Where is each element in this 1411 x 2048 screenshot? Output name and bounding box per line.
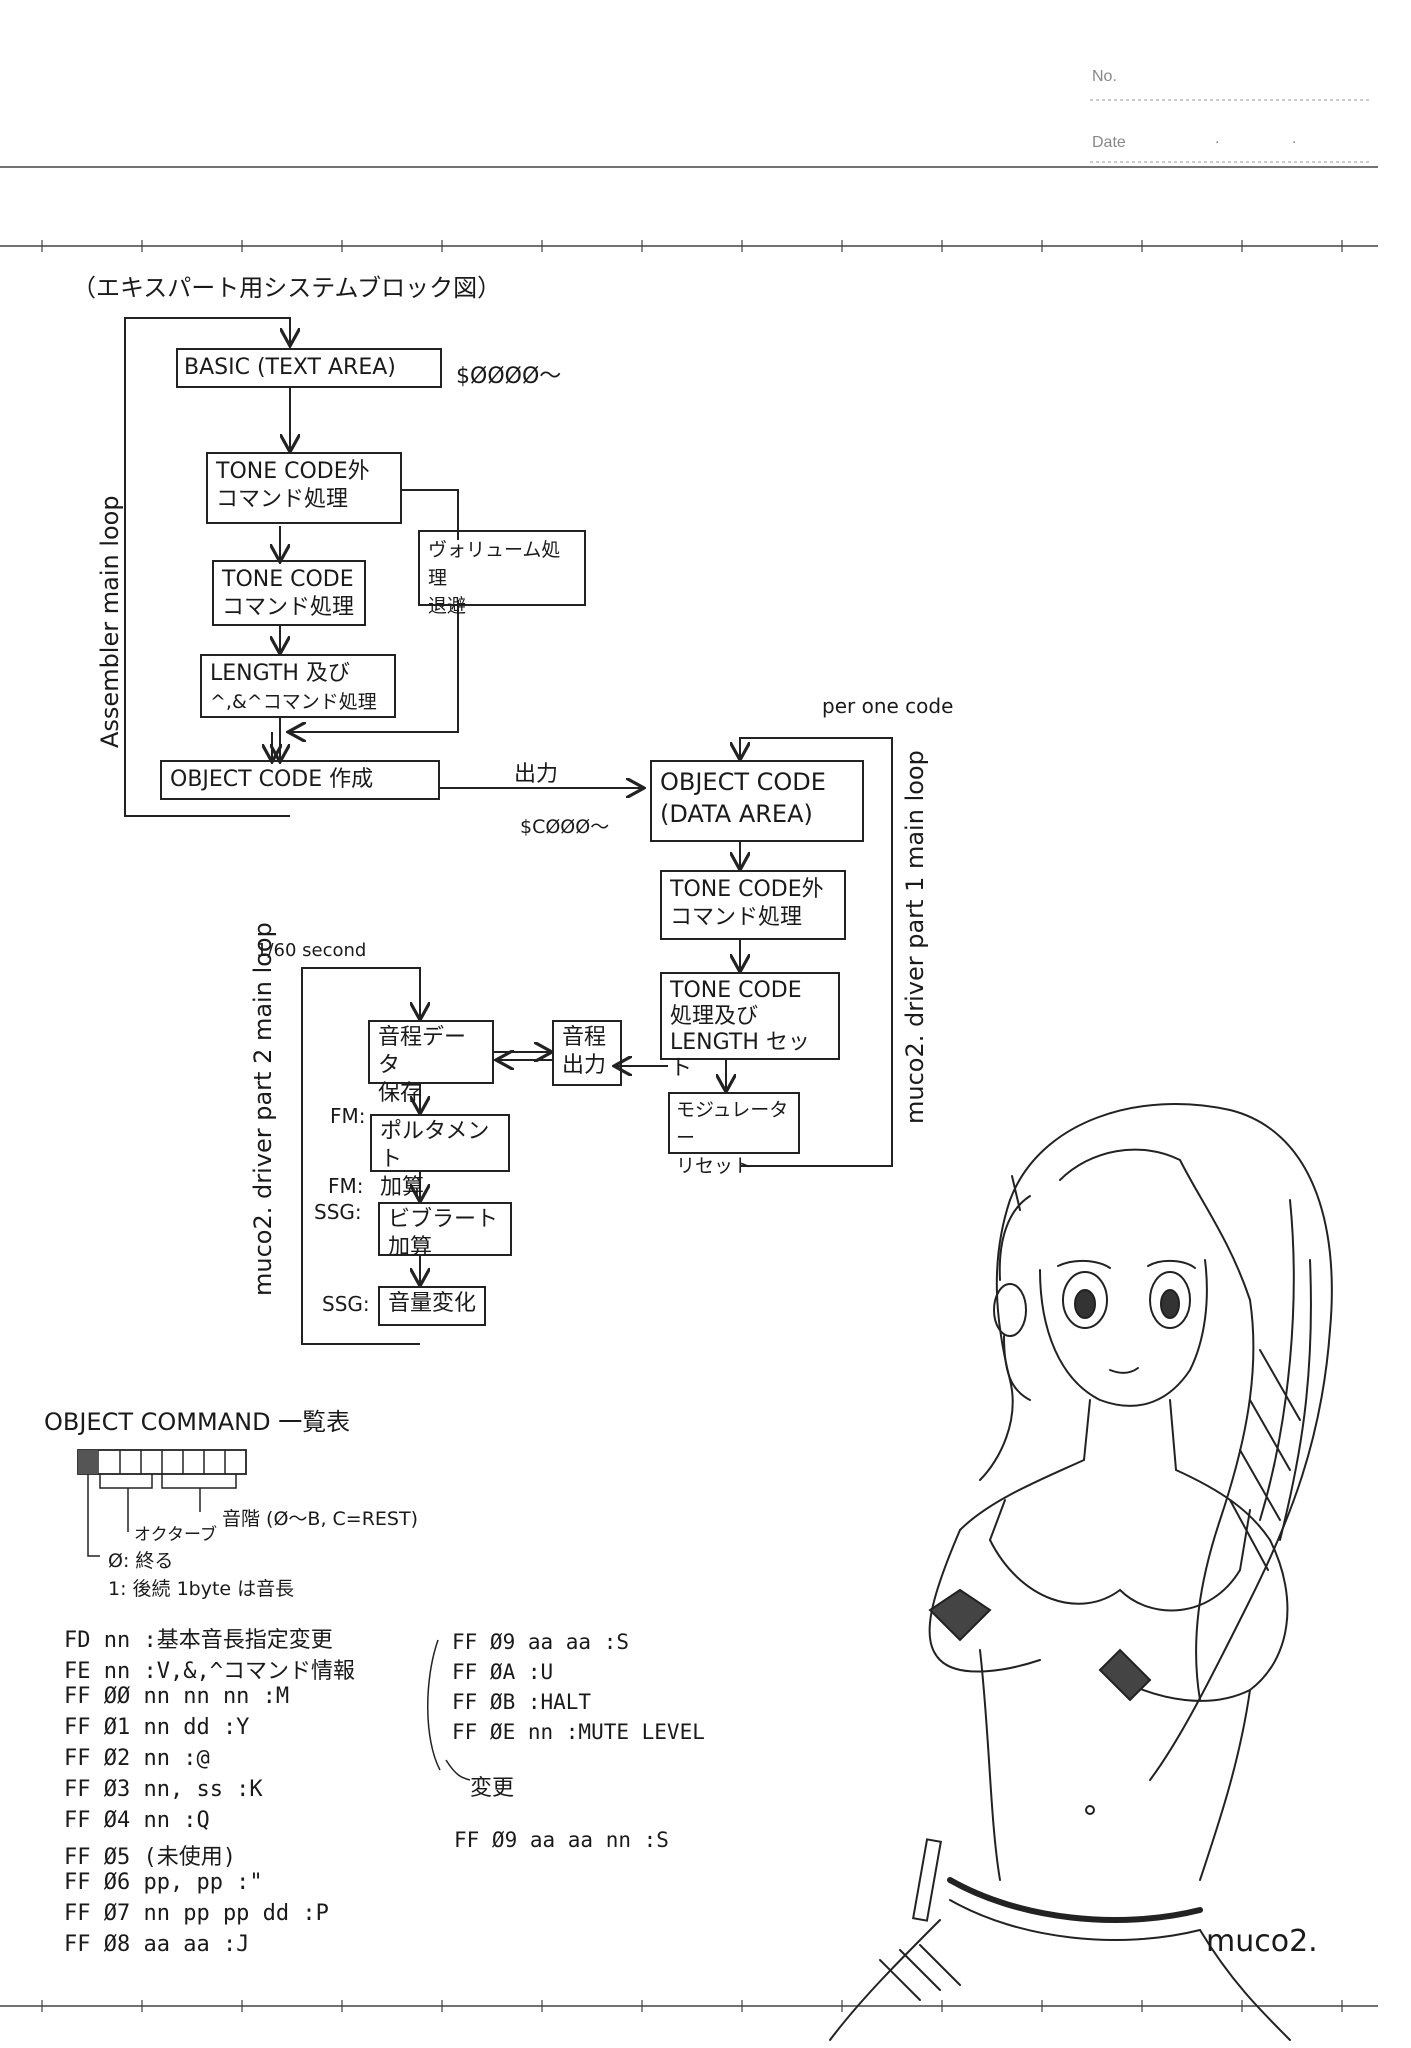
- command-entry: FF Ø8 aa aa :J: [64, 1932, 250, 1957]
- command-entry: FF Ø4 nn :Q: [64, 1808, 210, 1833]
- command-entry: FF Ø2 nn :@: [64, 1746, 210, 1771]
- bitfield-flag-1: 1: 後続 1byte は音長: [108, 1578, 295, 1600]
- pitch-data-box: 音程データ 保存: [368, 1020, 494, 1106]
- length-box: LENGTH 及び ^,&^コマンド処理: [200, 654, 396, 718]
- portamento-box: ポルタメント 加算: [370, 1114, 510, 1200]
- signature: muco2.: [1206, 1924, 1318, 1959]
- command-list-left: FD nn :基本音長指定変更 FE nn :V,&,^コマンド情報 FF ØØ…: [64, 1622, 355, 1963]
- object-code-box: OBJECT CODE (DATA AREA): [650, 760, 864, 842]
- ssg-label-vibrato: SSG:: [314, 1200, 362, 1224]
- driver1-tone-box: TONE CODE 処理及び LENGTH セット: [660, 972, 840, 1081]
- bitfield-flag-cell: [78, 1450, 98, 1474]
- tone-line-2: コマンド処理: [222, 595, 355, 620]
- driver1-tone-other-line-1: TONE CODE外: [670, 877, 824, 902]
- pitch-data-line-1: 音程データ: [378, 1025, 467, 1078]
- bitfield-octave-label: オクターブ: [134, 1525, 217, 1545]
- pitch-output-box: 音程 出力: [552, 1020, 622, 1086]
- portamento-line-2: 加算: [380, 1175, 425, 1200]
- driver1-tone-line-1: TONE CODE: [670, 978, 802, 1003]
- vibrato-line-2: 加算: [388, 1235, 433, 1260]
- volume-line-2: 退避: [428, 595, 467, 617]
- length-line-1: LENGTH 及び: [210, 661, 350, 686]
- basic-box: BASIC (TEXT AREA): [176, 348, 442, 388]
- changed-command-entry: FF Ø9 aa aa nn :S: [454, 1828, 669, 1852]
- volume-box: ヴォリューム処理 退避: [418, 530, 586, 617]
- object-command-heading: OBJECT COMMAND 一覧表: [44, 1408, 351, 1436]
- pitch-data-line-2: 保存: [378, 1081, 423, 1106]
- command-entry: FF ØB :HALT: [452, 1690, 592, 1714]
- tone-other-box: TONE CODE外 コマンド処理: [206, 452, 402, 524]
- vibrato-line-1: ビブラート: [388, 1207, 499, 1232]
- tone-box: TONE CODE コマンド処理: [212, 560, 366, 626]
- volume-change-box: 音量変化: [378, 1286, 486, 1326]
- command-entry: FF ØE nn :MUTE LEVEL: [452, 1720, 705, 1744]
- bitfield-flag-0: Ø: 終る: [108, 1550, 174, 1572]
- output-address: $CØØØ～: [520, 816, 610, 838]
- bitfield-note-label: 音階 (Ø～B, C=REST): [222, 1508, 418, 1530]
- object-code-line-2: (DATA AREA): [660, 800, 813, 828]
- notebook-date-dot-2: .: [1292, 130, 1297, 147]
- object-create-box: OBJECT CODE 作成: [160, 760, 440, 800]
- portamento-line-1: ポルタメント: [380, 1119, 490, 1172]
- modulator-line-1: モジュレーター: [676, 1099, 789, 1149]
- volume-line-1: ヴォリューム処理: [428, 539, 561, 589]
- command-entry: FF ØØ nn nn nn :M: [64, 1684, 290, 1709]
- command-list-right: FF Ø9 aa aa :S FF ØA :U FF ØB :HALT FF Ø…: [452, 1630, 705, 1750]
- command-entry: FF Ø3 nn, ss :K: [64, 1777, 263, 1802]
- fm-label-portamento: FM:: [330, 1104, 366, 1128]
- command-entry: FF Ø5 (未使用): [64, 1845, 236, 1870]
- command-entry: FF Ø7 nn pp pp dd :P: [64, 1901, 329, 1926]
- diagram-title: （エキスパート用システムブロック図）: [72, 274, 502, 302]
- command-entry: FD nn :基本音長指定変更: [64, 1628, 333, 1653]
- basic-address: $ØØØØ～: [456, 364, 562, 389]
- fm-label-vibrato: FM:: [328, 1174, 364, 1198]
- command-entry: FF Ø9 aa aa :S: [452, 1630, 630, 1654]
- tone-line-1: TONE CODE: [222, 567, 354, 592]
- basic-box-label: BASIC (TEXT AREA): [184, 355, 396, 380]
- tone-other-line-2: コマンド処理: [216, 487, 349, 512]
- ssg-label-volume: SSG:: [322, 1292, 370, 1316]
- object-create-label: OBJECT CODE 作成: [170, 767, 374, 792]
- sixtieth-second-label: 1/60 second: [256, 940, 367, 961]
- notebook-date-label: Date: [1092, 134, 1126, 151]
- driver1-tone-line-3: LENGTH セット: [670, 1030, 810, 1081]
- pitch-output-line-2: 出力: [562, 1053, 607, 1078]
- modulator-box: モジュレーター リセット: [668, 1092, 800, 1177]
- tone-other-line-1: TONE CODE外: [216, 459, 370, 484]
- output-label: 出力: [514, 762, 559, 787]
- pitch-output-line-1: 音程: [562, 1025, 607, 1050]
- length-line-2: ^,&^コマンド処理: [210, 691, 377, 713]
- volume-change-label: 音量変化: [388, 1291, 477, 1316]
- vibrato-box: ビブラート 加算: [378, 1202, 512, 1260]
- driver1-tone-line-2: 処理及び: [670, 1004, 759, 1029]
- modulator-line-2: リセット: [676, 1155, 753, 1177]
- notebook-date-dot-1: .: [1215, 130, 1220, 147]
- object-code-line-1: OBJECT CODE: [660, 768, 826, 796]
- notebook-no-label: No.: [1092, 68, 1117, 85]
- driver1-tone-other-line-2: コマンド処理: [670, 905, 803, 930]
- per-one-code-label: per one code: [822, 694, 954, 718]
- command-entry: FE nn :V,&,^コマンド情報: [64, 1659, 355, 1684]
- driver1-tone-other-box: TONE CODE外 コマンド処理: [660, 870, 846, 940]
- command-entry: FF Ø6 pp, pp :": [64, 1870, 263, 1895]
- command-entry: FF ØA :U: [452, 1660, 554, 1684]
- command-entry: FF Ø1 nn dd :Y: [64, 1715, 250, 1740]
- change-label: 変更: [470, 1776, 515, 1801]
